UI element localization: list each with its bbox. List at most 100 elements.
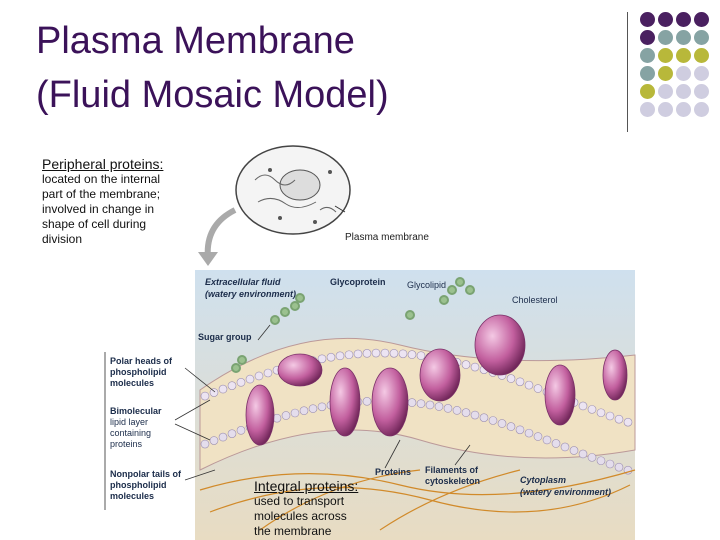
- phospholipid-head: [398, 349, 408, 359]
- phospholipid-head: [551, 439, 561, 448]
- decorative-dot: [658, 48, 673, 63]
- bimolecular-label-3: containing: [110, 428, 151, 438]
- bimolecular-label-4: proteins: [110, 439, 143, 449]
- slide-title: Plasma Membrane (Fluid Mosaic Model): [36, 14, 389, 122]
- zoom-arrow: [204, 207, 237, 259]
- decorative-dot: [676, 48, 691, 63]
- phospholipid-head: [488, 416, 498, 425]
- phospholipid-head: [587, 405, 597, 414]
- phospholipid-head: [461, 408, 471, 417]
- peripheral-proteins-text: located on the internal part of the memb…: [42, 172, 182, 247]
- polar-heads-label-2: phospholipid: [110, 367, 167, 377]
- phospholipid-head: [515, 377, 525, 387]
- nonpolar-tails-label-2: phospholipid: [110, 480, 167, 490]
- protein-shape: [544, 364, 576, 426]
- phospholipid-head: [209, 388, 219, 397]
- polar-heads-label-1: Polar heads of: [110, 356, 173, 366]
- phospholipid-head: [533, 384, 543, 393]
- phospholipid-head: [200, 391, 210, 401]
- phospholipid-head: [497, 419, 507, 428]
- peripheral-line: part of the membrane;: [42, 187, 161, 201]
- protein-shape: [329, 367, 361, 437]
- bimolecular-label-1: Bimolecular: [110, 406, 162, 416]
- protein-shape: [602, 349, 628, 401]
- decorative-dot: [658, 66, 673, 81]
- decorative-dot: [676, 30, 691, 45]
- zoom-arrow-head: [198, 252, 218, 266]
- phospholipid-head: [227, 381, 237, 390]
- decorative-dot: [694, 48, 709, 63]
- decorative-dot: [694, 30, 709, 45]
- phospholipid-head: [596, 456, 606, 466]
- phospholipid-head: [218, 432, 228, 442]
- phospholipid-head: [614, 462, 624, 472]
- phospholipid-head: [236, 426, 246, 435]
- integral-line: molecules across: [254, 509, 347, 523]
- nonpolar-tails-label-1: Nonpolar tails of: [110, 469, 182, 479]
- extracellular-label-2: (watery environment): [205, 289, 296, 299]
- leader-lines: [174, 324, 471, 481]
- decorative-dot: [640, 102, 655, 117]
- cytoplasm-label-2: (watery environment): [520, 487, 611, 497]
- decorative-dot: [694, 12, 709, 27]
- phospholipid-head: [308, 404, 318, 413]
- filaments-label-2: cytoskeleton: [425, 476, 480, 486]
- phospholipid-head: [263, 368, 273, 378]
- decorative-dot: [694, 102, 709, 117]
- phospholipid-head: [209, 436, 219, 445]
- phospholipid-head: [380, 348, 390, 358]
- peripheral-proteins-heading: Peripheral proteins:: [42, 156, 164, 172]
- fluid-mosaic-figure: Plasma membrane Extracellular fluid (wat…: [104, 145, 636, 540]
- phospholipid-head: [416, 351, 426, 360]
- phospholipid-head: [560, 442, 570, 452]
- peripheral-line: located on the internal: [42, 172, 161, 186]
- filaments-label-1: Filaments of: [425, 465, 479, 475]
- peripheral-proteins-note: Peripheral proteins: located on the inte…: [42, 156, 182, 247]
- cell-illustration: [235, 145, 351, 235]
- phospholipid-head: [416, 399, 426, 408]
- decorative-dot: [694, 66, 709, 81]
- decorative-dot: [658, 12, 673, 27]
- decorative-dot: [640, 84, 655, 99]
- protein-shape: [371, 367, 409, 437]
- protein-shape: [474, 314, 526, 376]
- phospholipid-head: [479, 413, 489, 422]
- phospholipid-head: [542, 435, 552, 445]
- phospholipid-head: [470, 410, 480, 420]
- protein-shape: [419, 348, 461, 402]
- phospholipid-head: [605, 411, 615, 421]
- phospholipid-head: [506, 422, 516, 431]
- title-line-2: (Fluid Mosaic Model): [36, 74, 389, 116]
- decorative-dot: [676, 102, 691, 117]
- decorative-dot: [658, 84, 673, 99]
- plasma-membrane-label: Plasma membrane: [345, 232, 429, 243]
- phospholipid-head: [461, 360, 471, 369]
- decorative-dot: [658, 30, 673, 45]
- phospholipid-head: [587, 453, 597, 462]
- phospholipid-head: [569, 446, 579, 455]
- decorative-dot: [658, 102, 673, 117]
- protein-shape: [245, 384, 275, 446]
- phospholipid-head: [371, 348, 381, 358]
- phospholipid-head: [254, 371, 264, 381]
- title-line-1: Plasma Membrane: [36, 20, 355, 62]
- phospholipid-head: [443, 404, 453, 413]
- integral-proteins-note: Integral proteins: used to transport mol…: [254, 478, 374, 539]
- decorative-dot: [640, 12, 655, 27]
- phospholipid-head: [218, 384, 228, 394]
- cytoplasm-label-1: Cytoplasm: [520, 475, 566, 485]
- decorative-dot-grid: [640, 12, 716, 124]
- decorative-dot: [694, 84, 709, 99]
- phospholipid-head: [353, 349, 363, 359]
- carbohydrate-chains: [231, 277, 475, 373]
- membrane-panel: [195, 270, 636, 540]
- polar-heads-label-3: molecules: [110, 378, 154, 388]
- extracellular-label-1: Extracellular fluid: [205, 277, 281, 287]
- phospholipid-head: [317, 354, 327, 364]
- phospholipid-head: [524, 428, 534, 438]
- phospholipid-head: [281, 411, 291, 420]
- phospholipid-head: [227, 429, 237, 438]
- phospholipid-head: [623, 417, 633, 427]
- phospholipid-head: [578, 449, 588, 459]
- phospholipid-head: [236, 378, 246, 387]
